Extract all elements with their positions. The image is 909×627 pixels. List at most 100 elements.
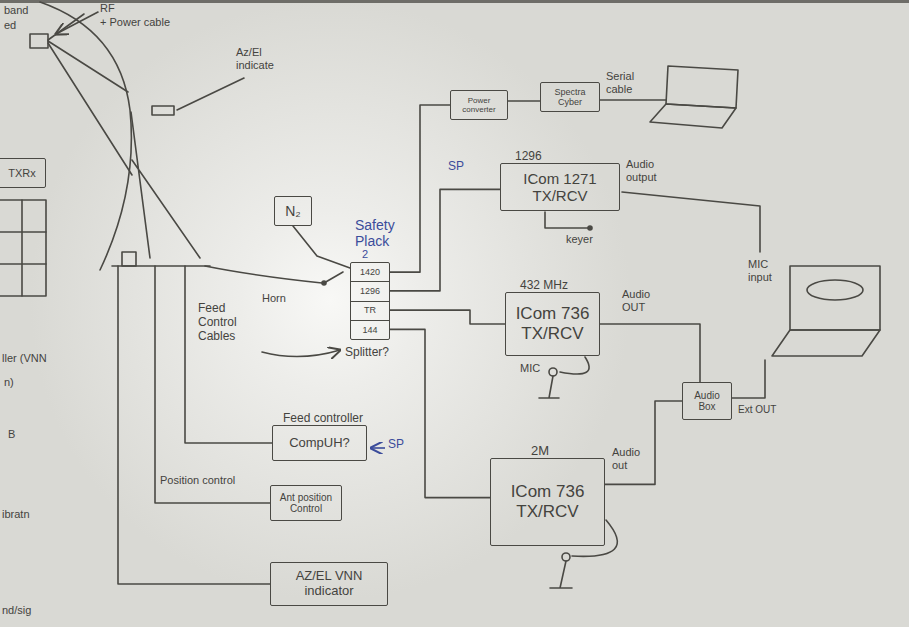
cable-label: RF — [100, 2, 115, 15]
box-text: Ant position Control — [276, 492, 336, 515]
box-text: ICom 1271 TX/RCV — [506, 170, 614, 205]
controller-box: Ant position Control — [270, 485, 342, 521]
box-text: TXRx — [8, 167, 36, 180]
device-label: MIC — [520, 362, 540, 375]
ext-out-cable — [732, 360, 765, 398]
cable-label: + Power cable — [100, 16, 170, 29]
port-label: 1420 — [351, 263, 389, 281]
mic-symbol — [549, 368, 557, 376]
note-number: 2 — [362, 248, 368, 261]
keyer-symbol — [588, 226, 592, 230]
leader-line — [177, 78, 244, 110]
cable-connector — [390, 329, 490, 497]
splitter-box: Safety Plack14201296TR144 — [350, 262, 390, 340]
cable-connector — [293, 226, 350, 268]
indicator-box — [152, 106, 174, 115]
radio-box: 2MICom 736 TX/RCV — [490, 458, 605, 546]
cable-label: Position control — [160, 474, 235, 487]
port-label: 144 — [351, 320, 389, 339]
cable-label: Horn — [262, 292, 286, 305]
box-heading: 1296 — [515, 150, 542, 164]
pedestal-box — [122, 252, 136, 266]
equipment-box: TXRx — [0, 158, 46, 188]
box-text: ICom 736 TX/RCV — [511, 304, 594, 343]
horn-cable — [205, 266, 322, 283]
box-text: N₂ — [285, 203, 301, 219]
pedestal-base — [112, 265, 210, 267]
leader-arrow — [56, 12, 98, 34]
cable-connector — [605, 401, 682, 484]
serial-cable — [600, 99, 666, 101]
cable-connector — [390, 189, 500, 290]
port-label: TR — [351, 301, 389, 320]
radio-box: 432 MHzICom 736 TX/RCV — [505, 292, 600, 356]
cable-label: Serial cable — [606, 70, 656, 95]
note-text: band — [4, 4, 28, 17]
mic-symbol — [562, 553, 570, 561]
feed-horn — [30, 34, 48, 48]
note-text: ller (VNN — [2, 352, 47, 365]
box-text: AZ/EL VNN indicator — [276, 569, 382, 599]
edge-label: Audio out — [612, 446, 652, 471]
cable-connector — [390, 310, 505, 324]
note-text: ed — [4, 19, 16, 32]
feed-struts — [48, 14, 132, 175]
edge-label: Audio OUT — [622, 288, 662, 313]
laptop-screen — [666, 66, 738, 108]
laptop-base — [772, 330, 880, 356]
port-label: Ext OUT — [738, 404, 776, 416]
radio-box: 1296ICom 1271 TX/RCV — [500, 163, 620, 211]
dish-mount — [131, 112, 200, 258]
audio-cable — [622, 192, 760, 252]
converter-box: Power converter — [450, 90, 508, 120]
box-text: ICom 736 TX/RCV — [496, 482, 599, 521]
note-text: B — [8, 428, 15, 441]
mic-cord — [560, 357, 589, 374]
cable-connector — [508, 100, 540, 102]
cable-connector — [390, 105, 450, 272]
cable-connector — [600, 324, 700, 382]
keyer-wire — [545, 212, 588, 228]
cable-label: Feed Control Cables — [198, 302, 258, 343]
note-text: SP — [388, 438, 404, 452]
indicator-cable — [118, 266, 270, 584]
rack-grid — [0, 200, 46, 296]
annotation-arrow — [371, 447, 385, 449]
box-heading: Feed controller — [283, 412, 363, 426]
port-label: MIC input — [748, 258, 788, 283]
box-text: CompUH? — [289, 436, 350, 451]
device-label: keyer — [566, 233, 593, 246]
screen-window — [807, 280, 863, 300]
feed-control-cable — [185, 266, 272, 443]
mic-stand — [550, 561, 572, 588]
leader-arrow — [262, 350, 340, 357]
controller-box: Feed controllerCompUH? — [272, 425, 367, 461]
note-text: Az/El indicate — [236, 46, 288, 71]
mic-stand — [539, 376, 559, 398]
note-text: nd/sig — [2, 604, 31, 617]
cable-label: Audio output — [626, 158, 671, 183]
board-frame — [0, 0, 909, 3]
switch-blade — [324, 272, 343, 283]
box-heading: Safety Plack — [355, 217, 407, 249]
receiver-box: Spectra Cyber — [540, 82, 600, 112]
note-text: n) — [4, 376, 14, 389]
note-text: SP — [448, 160, 464, 174]
box-heading: 2M — [531, 444, 549, 459]
gas-box: N₂ — [274, 196, 312, 226]
dish-rim — [40, 2, 131, 270]
mic-cord — [572, 520, 617, 556]
box-text: Spectra Cyber — [546, 87, 594, 108]
audio-box: Audio Box — [682, 382, 732, 420]
laptop-base — [650, 104, 736, 128]
indicator-box: AZ/EL VNN indicator — [270, 562, 388, 606]
note-text: ibratn — [2, 508, 30, 521]
port-label: 1296 — [351, 281, 389, 300]
equipment-rack — [0, 200, 46, 296]
